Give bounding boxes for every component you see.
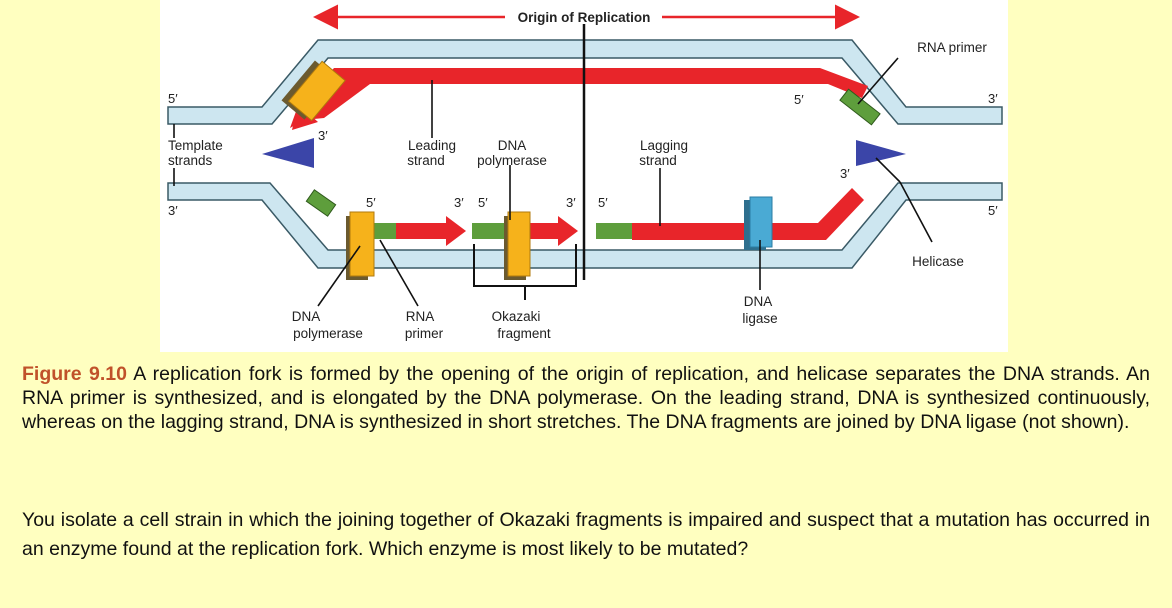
prime-frag2-3: 3′: [566, 195, 576, 210]
prime-frag1-3: 3′: [454, 195, 464, 210]
dna-ligase: [744, 196, 773, 250]
rna-primer-bottom-label-2: primer: [405, 326, 444, 341]
lagging-label-2: strand: [639, 153, 677, 168]
caption-text: A replication fork is formed by the open…: [22, 363, 1150, 433]
helicase-label: Helicase: [912, 254, 964, 269]
dna-polymerase-top-label-2: polymerase: [477, 153, 547, 168]
dna-polymerase-top-label-1: DNA: [498, 138, 527, 153]
rna-primer-bottom-label-1: RNA: [406, 309, 435, 324]
prime-top-right-3: 3′: [988, 91, 998, 106]
leading-label-1: Leading: [408, 138, 456, 153]
dna-polymerase-bottom-label-2: polymerase: [293, 326, 363, 341]
origin-label: Origin of Replication: [518, 10, 651, 25]
prime-top-right-5: 5′: [794, 92, 804, 107]
dna-polymerase-top: [281, 60, 346, 122]
lagging-strand-segment: [596, 188, 864, 240]
rna-primer-top-label: RNA primer: [917, 40, 987, 55]
dna-polymerase-bottom-label-1: DNA: [292, 309, 321, 324]
dna-polymerase-bottom-1: [346, 211, 375, 280]
okazaki-fragment-1: [305, 189, 337, 217]
prime-frag1-5: 5′: [366, 195, 376, 210]
lagging-label-1: Lagging: [640, 138, 688, 153]
ligase-label-1: DNA: [744, 294, 773, 309]
figure-caption: Figure 9.10 A replication fork is formed…: [22, 362, 1150, 434]
pointer-lines: [173, 57, 933, 307]
helicase-right: [856, 140, 906, 166]
prime-leading-3: 3′: [318, 128, 328, 143]
figure-label: Figure 9.10: [22, 363, 127, 385]
okazaki-label-1: Okazaki: [492, 309, 541, 324]
prime-bottom-right-5: 5′: [988, 203, 998, 218]
dna-polymerase-bottom-2: [504, 211, 531, 280]
leading-strand: [290, 68, 868, 128]
leading-label-2: strand: [407, 153, 445, 168]
ligase-label-2: ligase: [742, 311, 777, 326]
okazaki-fragment-2: [372, 216, 466, 246]
prime-frag2-5: 5′: [478, 195, 488, 210]
prime-frag3-5: 5′: [598, 195, 608, 210]
question-text: You isolate a cell strain in which the j…: [22, 509, 1150, 560]
rna-primer-top: [839, 88, 881, 126]
replication-fork-diagram: Origin of Replication: [160, 0, 1008, 352]
prime-bottom-left-3: 3′: [168, 203, 178, 218]
prime-top-left-5: 5′: [168, 91, 178, 106]
template-label-2: strands: [168, 153, 213, 168]
template-label-1: Template: [168, 138, 223, 153]
helicase-left: [262, 138, 314, 168]
okazaki-label-2: fragment: [497, 326, 551, 341]
prime-lag-tip-3: 3′: [840, 166, 850, 181]
